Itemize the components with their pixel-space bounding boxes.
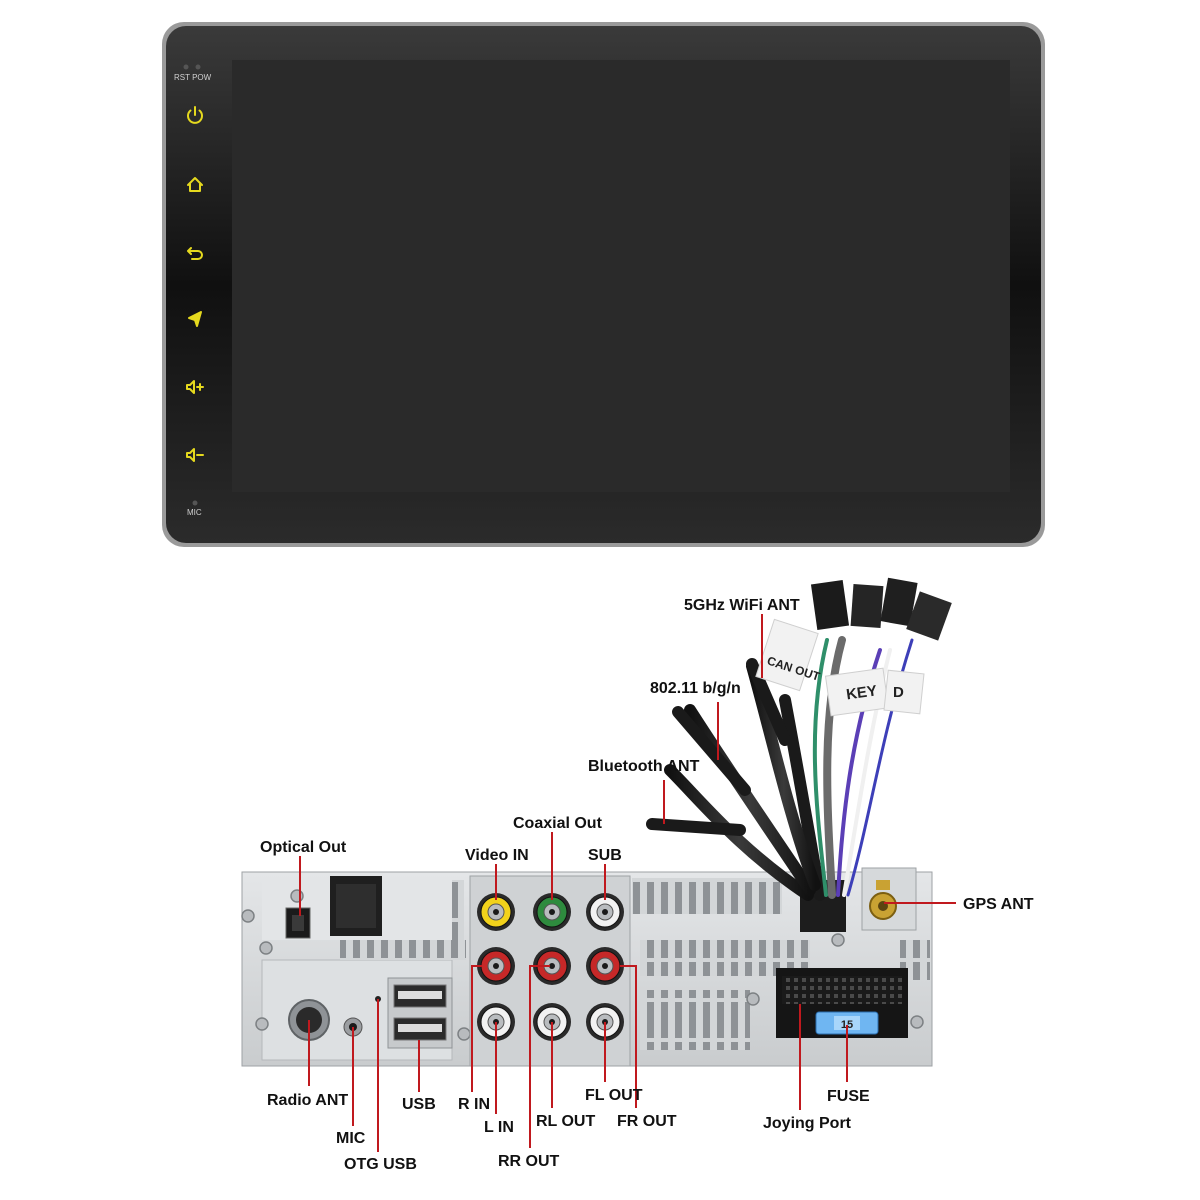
- volume-up-icon[interactable]: [186, 380, 204, 394]
- mic-label: MIC: [187, 508, 202, 517]
- screw-icon: [910, 1015, 924, 1029]
- mic-hole: [192, 500, 198, 506]
- label-usb: USB: [402, 1096, 436, 1113]
- label-optical-out: Optical Out: [260, 839, 347, 856]
- rca-coaxial-out[interactable]: [533, 893, 571, 931]
- usb-tongue-top: [398, 991, 442, 999]
- leader-lines: [299, 614, 956, 1152]
- vent-lower: [640, 990, 750, 1050]
- navigation-icon[interactable]: [188, 311, 202, 327]
- front-panel: RST POW MIC: [162, 22, 1045, 547]
- label-bluetooth: Bluetooth ANT: [588, 758, 700, 775]
- connector-head-3: [880, 577, 918, 627]
- label-mic: MIC: [336, 1130, 366, 1147]
- rca-fr-out[interactable]: [586, 947, 624, 985]
- leader-rin: [471, 965, 482, 1092]
- label-rl-out: RL OUT: [536, 1113, 595, 1130]
- label-fl-out: FL OUT: [585, 1087, 643, 1104]
- screw-icon: [831, 933, 845, 947]
- label-sub: SUB: [588, 847, 622, 864]
- label-fuse: FUSE: [827, 1088, 870, 1105]
- leader-frout: [620, 965, 637, 1108]
- label-r-in: R IN: [458, 1096, 490, 1113]
- label-wifi-5g: 5GHz WiFi ANT: [684, 597, 800, 614]
- connector-head-2: [850, 584, 884, 628]
- callout-labels: 5GHz WiFi ANT 802.11 b/g/n Bluetooth ANT…: [260, 597, 1034, 1173]
- label-joying-port: Joying Port: [763, 1115, 852, 1132]
- key-label: KEY: [845, 682, 878, 703]
- cable-green: [812, 638, 829, 897]
- rca-rr-out[interactable]: [533, 947, 571, 985]
- rear-chassis: 15: [241, 867, 933, 1067]
- rca-sub[interactable]: [586, 893, 624, 931]
- label-radio-ant: Radio ANT: [267, 1092, 348, 1109]
- label-l-in: L IN: [484, 1119, 514, 1136]
- d-label: D: [893, 684, 904, 701]
- screws: [241, 889, 924, 1041]
- d-tag: [883, 669, 925, 715]
- home-icon[interactable]: [187, 177, 203, 192]
- key-tag: [824, 667, 890, 717]
- rst-hole[interactable]: [183, 64, 189, 70]
- bt-antenna-tip: [646, 818, 746, 836]
- volume-down-icon[interactable]: [186, 448, 204, 462]
- screw-icon: [746, 992, 760, 1006]
- screw-icon: [290, 889, 304, 903]
- cable-gray: [823, 636, 846, 899]
- label-coaxial-out: Coaxial Out: [513, 815, 603, 832]
- leader-rrout: [529, 965, 550, 1148]
- power-block-inner: [336, 884, 376, 928]
- rst-pow-label: RST POW: [174, 73, 212, 82]
- power-icon[interactable]: [187, 106, 203, 124]
- vent-mid-left: [452, 880, 464, 950]
- vent-left: [340, 940, 466, 960]
- cable-80211: [684, 704, 816, 896]
- gps-ant-collar: [876, 880, 890, 890]
- vent-upper: [632, 878, 782, 914]
- rca-jacks: [477, 893, 624, 1041]
- display-screen[interactable]: [232, 60, 1010, 492]
- screw-icon: [241, 909, 255, 923]
- usb-tongue-bottom: [398, 1024, 442, 1032]
- rca-r-in[interactable]: [477, 947, 515, 985]
- label-fr-out: FR OUT: [617, 1113, 677, 1130]
- screw-icon: [457, 1027, 471, 1041]
- label-wifi-80211: 802.11 b/g/n: [650, 680, 741, 697]
- can-out-tag: [755, 618, 819, 692]
- connector-head-1: [810, 579, 850, 631]
- joying-port-pins: [782, 976, 902, 1004]
- label-gps-ant: GPS ANT: [963, 896, 1034, 913]
- screw-icon: [259, 941, 273, 955]
- fuse-window: [834, 1016, 860, 1030]
- pow-led: [195, 64, 201, 70]
- rca-video-in[interactable]: [477, 893, 515, 931]
- connector-head-4: [906, 591, 952, 641]
- optical-port-window: [292, 915, 304, 931]
- label-rr-out: RR OUT: [498, 1153, 560, 1170]
- label-otg-usb: OTG USB: [344, 1156, 417, 1173]
- back-icon[interactable]: [187, 247, 203, 260]
- side-buttons: [186, 106, 204, 462]
- screw-icon: [255, 1017, 269, 1031]
- wifi-antenna-tip: [672, 706, 751, 796]
- label-video-in: Video IN: [465, 847, 529, 864]
